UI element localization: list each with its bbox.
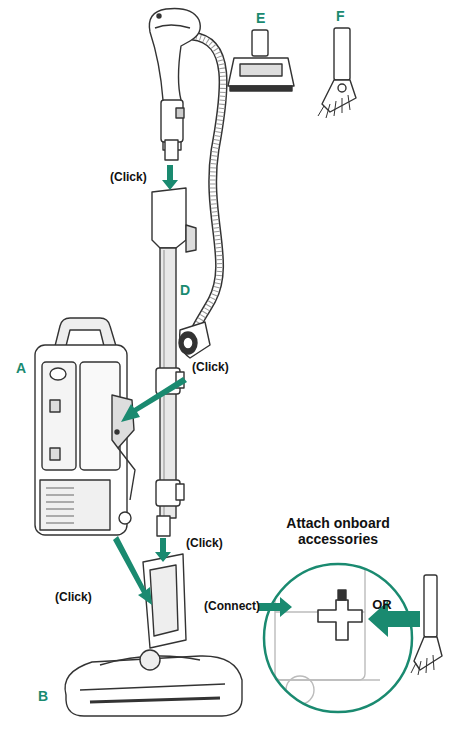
floor-nozzle <box>65 554 242 716</box>
click-note: (Click) <box>192 360 229 374</box>
click-note: (Click) <box>186 536 223 550</box>
click-note: (Click) <box>110 170 147 184</box>
click-note: (Click) <box>55 590 92 604</box>
wand-tube <box>152 188 196 536</box>
inset-detail <box>255 560 415 720</box>
part-letter: A <box>16 360 26 376</box>
circle-outline <box>263 563 413 713</box>
part-letter: F <box>336 8 345 24</box>
part-letter: B <box>38 688 48 704</box>
assembly-arrow <box>113 165 420 637</box>
wand-handle <box>149 8 200 160</box>
or-note: OR <box>367 597 397 612</box>
inset-circle: Attach onboard accessoriesOR <box>263 563 413 713</box>
part-letter: D <box>180 282 190 298</box>
part-letter: E <box>256 10 265 26</box>
circle-outline <box>264 564 412 712</box>
pod-unit <box>35 318 135 535</box>
connect-note: (Connect) <box>204 599 260 613</box>
hose <box>192 36 223 334</box>
accessory-tool <box>318 28 356 118</box>
hose-connector <box>179 322 210 358</box>
inset-heading: Attach onboard accessories <box>245 515 431 547</box>
accessory-tool <box>228 30 294 91</box>
